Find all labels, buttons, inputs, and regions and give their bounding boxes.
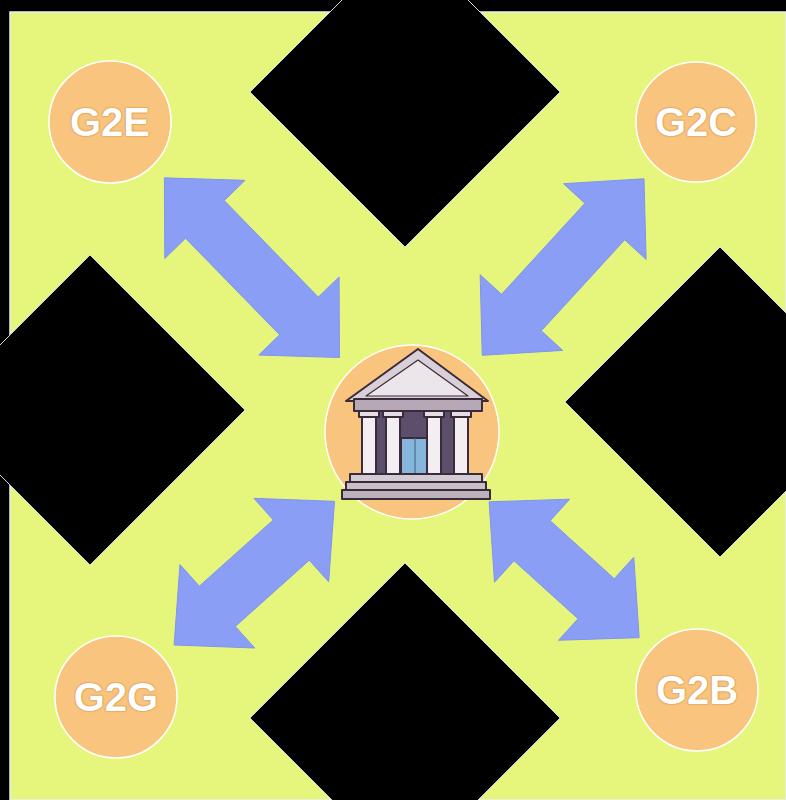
double-arrow — [164, 178, 339, 358]
node-circle: G2E — [48, 60, 172, 184]
node-label: G2G — [74, 675, 158, 719]
node-label: G2B — [656, 668, 738, 712]
circle-outline — [324, 344, 500, 520]
node-label: G2C — [655, 100, 737, 144]
node-label: G2E — [70, 100, 150, 144]
node-circle — [324, 344, 500, 520]
node-circle: G2C — [635, 61, 757, 183]
double-arrow — [480, 179, 646, 356]
double-arrow — [174, 498, 334, 648]
node-circle: G2G — [54, 635, 178, 759]
node-circle: G2B — [635, 628, 759, 752]
double-arrow — [489, 499, 639, 640]
